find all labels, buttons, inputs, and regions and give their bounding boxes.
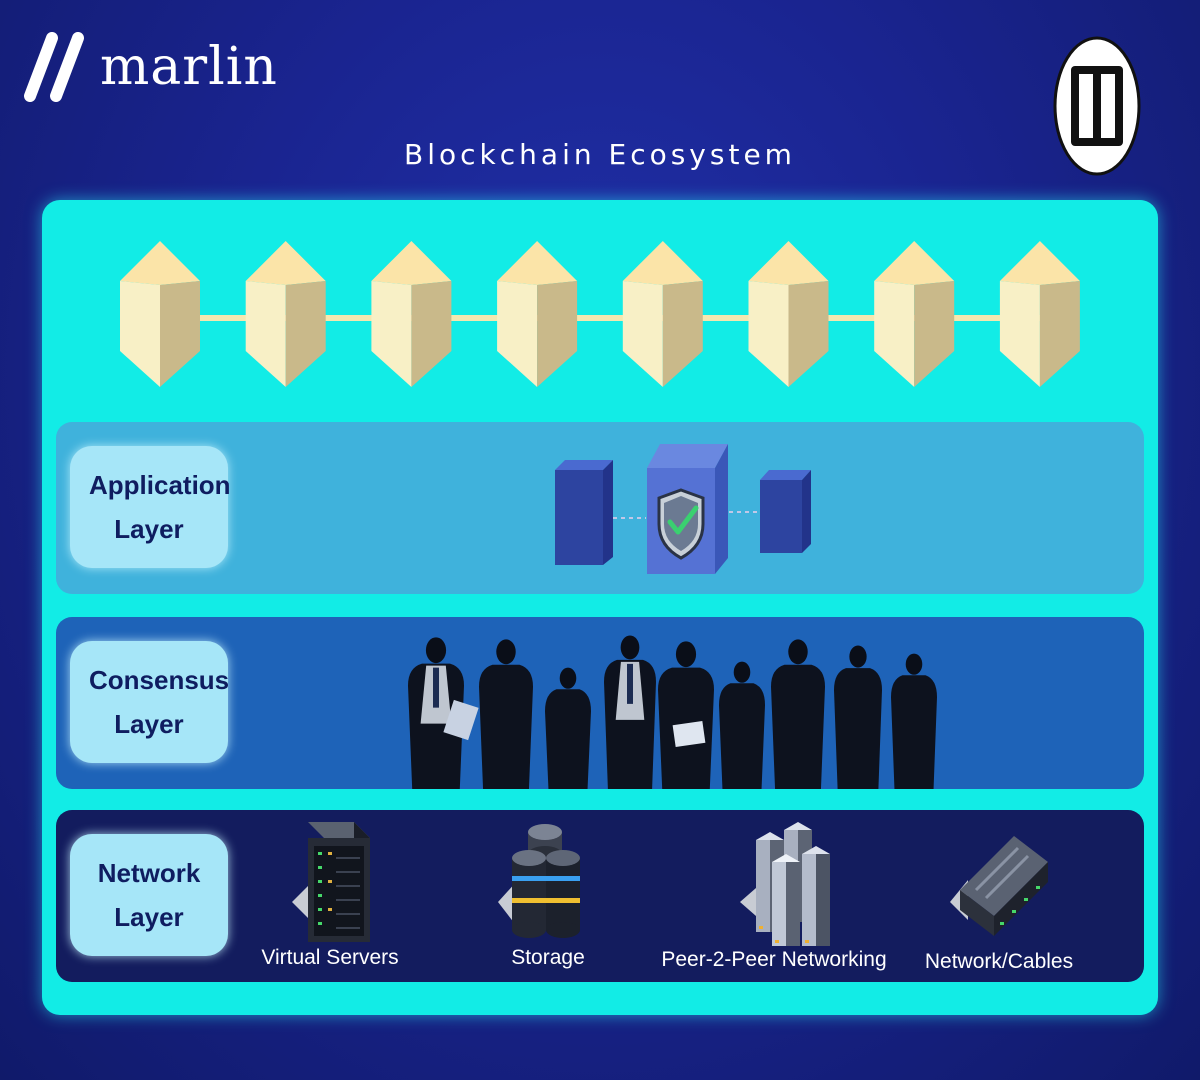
chain-block	[245, 241, 326, 387]
network-layer-label: Network Layer	[70, 834, 228, 956]
marlin-logo-icon	[24, 32, 84, 102]
chain-link	[160, 315, 1040, 321]
network-layer-label-text: Network Layer	[97, 858, 201, 932]
server-cluster-icon	[740, 822, 830, 946]
network-item-peer-2-peer-networking: Peer-2-Peer Networking	[661, 948, 887, 971]
person-silhouette	[658, 641, 714, 789]
application-layer-label-text: Application Layer	[89, 470, 231, 544]
page-title: Blockchain Ecosystem	[404, 138, 796, 171]
person-silhouette	[604, 635, 656, 789]
consensus-layer: Consensus Layer	[56, 617, 1144, 789]
brand-name: marlin	[100, 37, 278, 97]
consensus-layer-label: Consensus Layer	[70, 641, 230, 763]
chain-block	[999, 241, 1080, 387]
chain-block	[748, 241, 829, 387]
person-silhouette	[719, 661, 765, 789]
database-stack-icon	[498, 824, 580, 938]
ecosystem-panel: Application Layer Consensus Layer	[42, 200, 1158, 1015]
person-silhouette	[771, 639, 825, 789]
partner-logo-icon	[1053, 36, 1141, 176]
application-layer: Application Layer	[56, 422, 1144, 594]
person-silhouette	[408, 637, 464, 789]
tablet-device	[443, 699, 479, 741]
consensus-layer-label-text: Consensus Layer	[89, 665, 230, 739]
chain-block	[371, 241, 452, 387]
person-silhouette	[545, 667, 591, 789]
network-item-virtual-servers: Virtual Servers	[261, 946, 399, 969]
network-item-network-cables: Network/Cables	[924, 950, 1074, 973]
network-icons	[292, 822, 1048, 946]
brand: marlin	[22, 32, 278, 102]
people-silhouette-group	[408, 635, 937, 789]
person-silhouette	[479, 639, 533, 789]
network-switch-icon	[950, 836, 1048, 936]
network-item-storage: Storage	[511, 946, 585, 969]
chain-block	[497, 241, 578, 387]
chain-block	[622, 241, 703, 387]
chain-block	[874, 241, 955, 387]
person-silhouette	[891, 653, 937, 789]
chain-block	[120, 241, 200, 387]
server-rack-icon	[292, 822, 370, 942]
blockchain-chain	[120, 241, 1080, 387]
network-layer: Network Layer	[56, 810, 1144, 982]
shield-check-block-icon	[555, 444, 811, 574]
paper-document	[672, 721, 706, 747]
application-layer-label: Application Layer	[70, 446, 231, 568]
person-silhouette	[834, 645, 882, 789]
